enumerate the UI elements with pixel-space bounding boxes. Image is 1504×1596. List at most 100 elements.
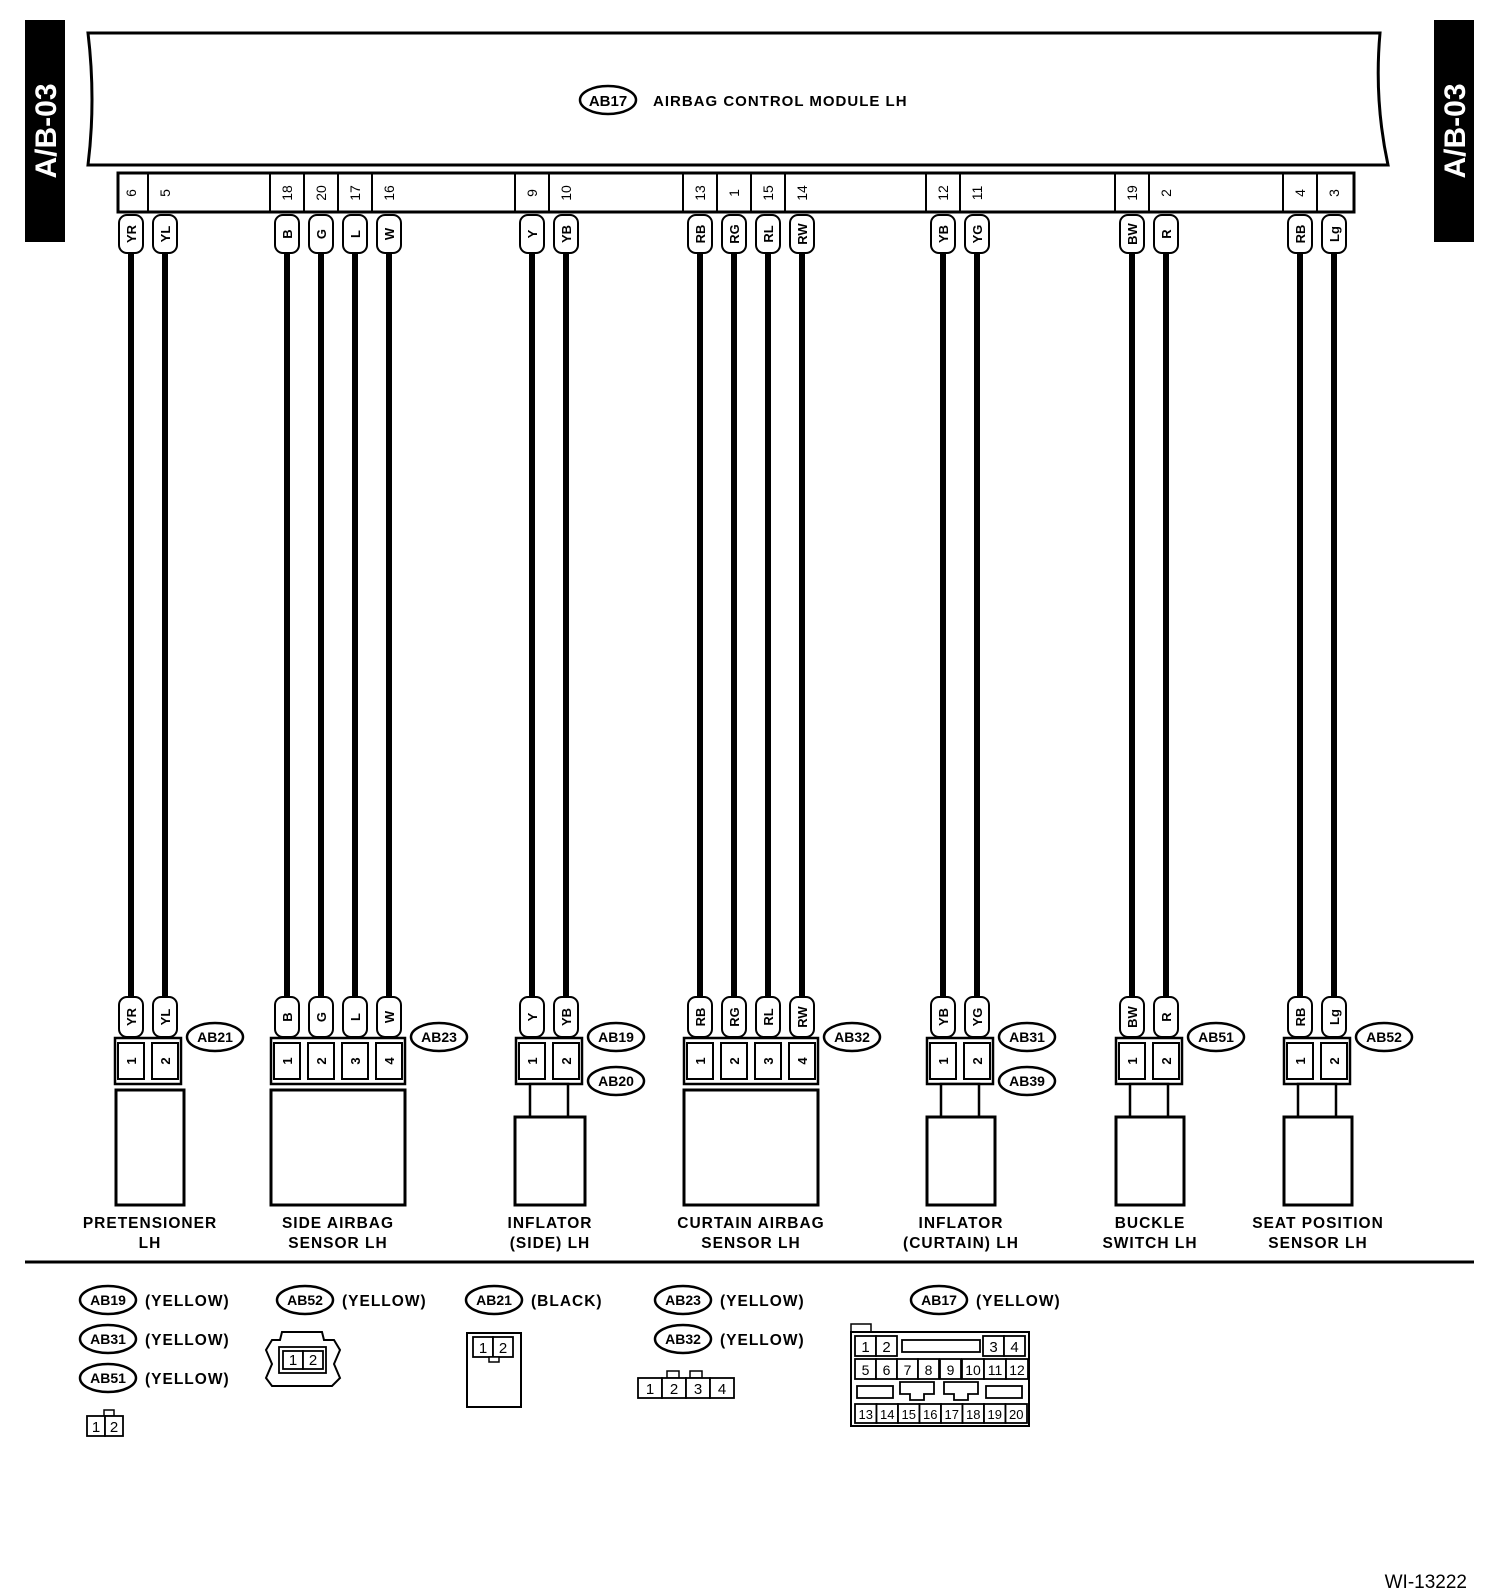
terminal-number: 1 — [1125, 1057, 1140, 1064]
component-body — [269, 1088, 407, 1207]
pin-number: 16 — [923, 1407, 937, 1422]
legend-color-ab21: (BLACK) — [531, 1293, 603, 1310]
wire-color-top: B — [280, 229, 295, 238]
wire-color-top: YB — [936, 225, 951, 243]
terminal-number: 1 — [1293, 1057, 1308, 1064]
ab21-key — [488, 1356, 500, 1363]
pin-number: 3 — [989, 1339, 997, 1356]
ab17-key-slot — [943, 1381, 979, 1401]
pin-number: 2 — [110, 1419, 118, 1436]
harness-group-ab31: 12YBYB111YGYG2AB31AB39INFLATOR(CURTAIN) … — [903, 173, 1057, 1252]
connector-id: AB23 — [421, 1029, 457, 1045]
terminal-number: 1 — [525, 1057, 540, 1064]
wire-color-tag-top — [964, 214, 990, 254]
legend-connector-ab17-outline — [909, 1284, 969, 1316]
wire-color-bottom: R — [1159, 1012, 1174, 1022]
pin-cell — [1005, 1358, 1029, 1380]
terminal-number: 4 — [795, 1057, 810, 1065]
module-pin-number: 1 — [726, 189, 742, 197]
latch-tab — [666, 1370, 680, 1379]
connector-stub — [528, 1082, 570, 1119]
module-pin-number: 14 — [794, 185, 810, 201]
wire-color-top: RB — [1293, 225, 1308, 244]
module-pin-number: 9 — [524, 189, 540, 197]
wire-color-tag-top — [755, 214, 781, 254]
pin-cell — [104, 1415, 124, 1437]
ab17-blank-slot — [901, 1339, 981, 1353]
terminal-number: 2 — [1327, 1057, 1342, 1064]
ab17-key-slot — [899, 1381, 935, 1401]
legend-connector-ab17: AB17 — [921, 1292, 957, 1308]
wire-color-bottom: YB — [559, 1008, 574, 1026]
component-label: (CURTAIN) LH — [903, 1235, 1019, 1252]
connector-id-outline — [822, 1021, 882, 1053]
mating-connector-id-outline — [586, 1065, 646, 1097]
pin-number: 14 — [880, 1407, 894, 1422]
wire-color-top: YG — [970, 225, 985, 244]
wire-color-tag-top — [308, 214, 334, 254]
terminal-cell — [1286, 1042, 1314, 1080]
pin-cell — [302, 1350, 324, 1370]
module-pin-number: 18 — [279, 185, 295, 201]
connector-id-outline — [1186, 1021, 1246, 1053]
pin-number: 13 — [859, 1407, 873, 1422]
wire-color-top: RG — [727, 224, 742, 244]
legend-color-ab31: (YELLOW) — [145, 1332, 230, 1349]
pin-cell — [709, 1377, 735, 1399]
wire-color-top: YB — [559, 225, 574, 243]
terminal-cell — [552, 1042, 580, 1080]
wire-color-bottom: YG — [970, 1008, 985, 1027]
legend-connector-ab52: AB52 — [287, 1292, 323, 1308]
page-ref-left: A/B-03 — [30, 83, 63, 178]
terminal-number: 2 — [314, 1057, 329, 1064]
component-label: PRETENSIONER — [83, 1215, 217, 1232]
wire-color-tag-top — [1321, 214, 1347, 254]
connector-shell — [113, 1036, 183, 1086]
wire-color-tag-top — [721, 214, 747, 254]
component-label: BUCKLE — [1115, 1215, 1186, 1232]
pin-number: 7 — [904, 1362, 912, 1378]
pin-number: 1 — [861, 1339, 869, 1356]
pin-number: 17 — [945, 1407, 959, 1422]
terminal-number: 4 — [382, 1057, 397, 1065]
legend-color-ab23: (YELLOW) — [720, 1293, 805, 1310]
legend-connector-ab51-outline — [78, 1362, 138, 1394]
connector-stub — [1296, 1082, 1338, 1119]
wire-color-tag-top — [1287, 214, 1313, 254]
pin-number: 11 — [988, 1362, 1003, 1378]
module-pin-number: 20 — [313, 185, 329, 201]
wire-color-bottom: Lg — [1327, 1009, 1342, 1025]
module-pin-number: 2 — [1158, 189, 1174, 197]
legend-connector-ab31: AB31 — [90, 1331, 126, 1347]
mating-connector-id: AB39 — [1009, 1073, 1045, 1089]
wire-color-top: RB — [693, 225, 708, 244]
component-label: SIDE AIRBAG — [282, 1215, 394, 1232]
legend-color-ab52: (YELLOW) — [342, 1293, 427, 1310]
wire-color-bottom: RB — [693, 1008, 708, 1027]
drawing-number: WI-13222 — [1385, 1572, 1467, 1593]
connector-id: AB32 — [834, 1029, 870, 1045]
wire-color-top: RW — [795, 223, 810, 245]
terminal-cell — [151, 1042, 179, 1080]
terminal-number: 2 — [158, 1057, 173, 1064]
pin-number: 19 — [988, 1407, 1002, 1422]
connector-id-outline — [586, 1021, 646, 1053]
connector-id-outline — [997, 1021, 1057, 1053]
module-connector-id: AB17 — [589, 93, 627, 110]
legend-connector-ab31-outline — [78, 1323, 138, 1355]
wire-color-tag-top — [1119, 214, 1145, 254]
component-label: INFLATOR — [508, 1215, 593, 1232]
module-name: AIRBAG CONTROL MODULE LH — [653, 93, 908, 110]
latch-tab — [689, 1370, 703, 1379]
wire-color-tag-top — [118, 214, 144, 254]
legend-connector-ab51: AB51 — [90, 1370, 126, 1386]
connector-id: AB52 — [1366, 1029, 1402, 1045]
terminal-cell — [341, 1042, 369, 1080]
legend-connector-ab23: AB23 — [665, 1292, 701, 1308]
module-pin-number: 15 — [760, 185, 776, 201]
wire-color-top: L — [348, 230, 363, 238]
wire-color-bottom: YR — [124, 1007, 139, 1026]
terminal-number: 2 — [727, 1057, 742, 1064]
